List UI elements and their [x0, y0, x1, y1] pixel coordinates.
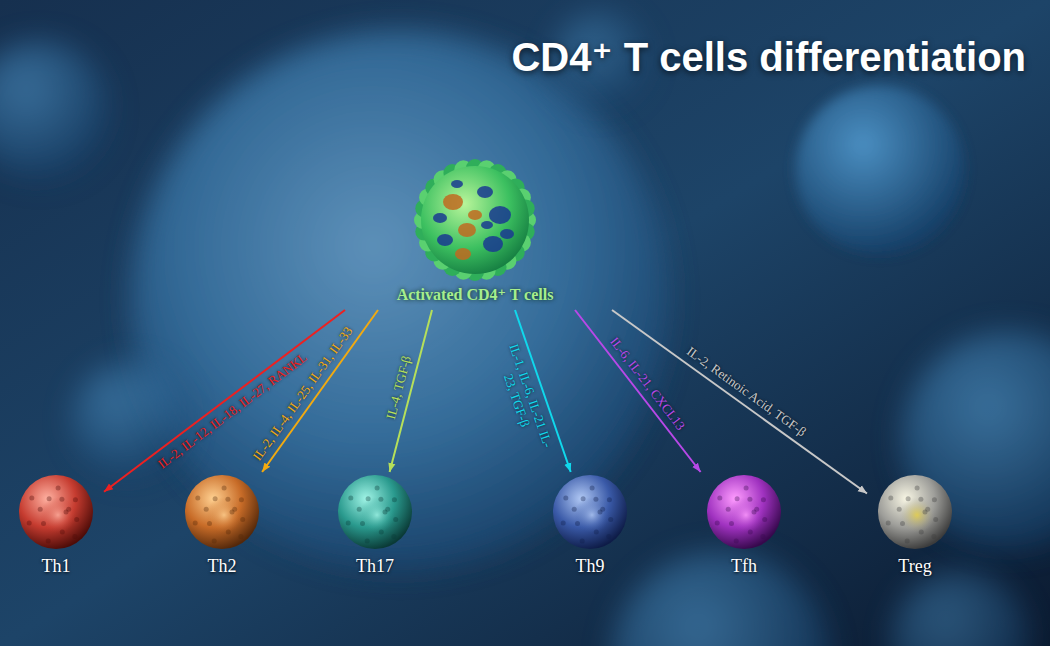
cell-name: Th2	[174, 556, 270, 577]
cytokine-label: IL-2, Retinoic Acid, TGF-β	[684, 344, 809, 440]
differentiation-arrow	[575, 310, 701, 472]
cell-node: Th2	[174, 472, 270, 584]
diagram-title: CD4⁺ T cells differentiation	[511, 34, 1026, 80]
cell-name: Treg	[867, 556, 963, 577]
source-cell-node: Activated CD4⁺ T cells	[330, 158, 620, 310]
cell-name: Th9	[542, 556, 638, 577]
cell-name: Th17	[327, 556, 423, 577]
cell-node: Th1	[8, 472, 104, 584]
cell-node: Th17	[327, 472, 423, 584]
cytokine-label: IL-1, IL-6, IL-21 IL-23, TGF-β	[492, 340, 557, 456]
cell-name: Th1	[8, 556, 104, 577]
cell-caption: Activated CD4⁺ T cells	[330, 285, 620, 304]
cytokine-label: IL-4, TGF-β	[383, 355, 414, 422]
differentiation-arrow	[612, 310, 867, 494]
cell-node: Treg	[867, 472, 963, 584]
cell-name: Tfh	[696, 556, 792, 577]
cell-node: Tfh	[696, 472, 792, 584]
differentiation-arrow	[262, 310, 378, 472]
cell-node: Th9	[542, 472, 638, 584]
cytokine-label: IL-6, IL-21, CXCL13	[607, 334, 688, 433]
differentiation-arrow	[104, 310, 345, 492]
